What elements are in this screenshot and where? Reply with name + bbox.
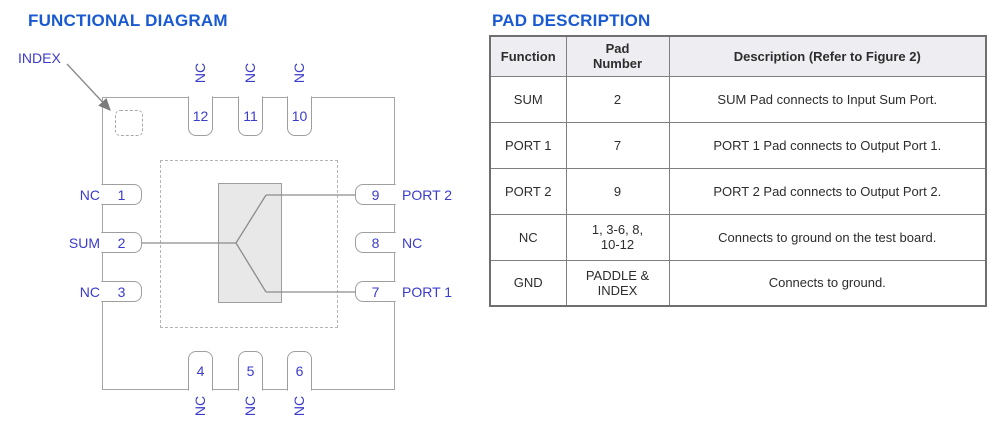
pin-5-label: NC	[242, 395, 258, 417]
power-splitter-block	[218, 183, 282, 303]
table-row: NC 1, 3-6, 8, 10-12 Connects to ground o…	[489, 213, 987, 261]
pin-2-number: 2	[117, 234, 126, 251]
pin-10-number: 10	[291, 108, 308, 124]
pin-7: 7	[355, 281, 396, 302]
cell-function: PORT 1	[489, 121, 567, 169]
pin-4-label: NC	[192, 395, 208, 417]
cell-pad-number: 2	[565, 75, 670, 123]
pin-2-label: SUM	[68, 235, 100, 251]
pin-4-number: 4	[196, 363, 205, 379]
pin-8-number: 8	[371, 234, 380, 251]
pin-9: 9	[355, 184, 396, 205]
pin-1-number: 1	[117, 186, 126, 203]
pin-4: 4	[188, 351, 213, 391]
pin-11-number: 11	[243, 108, 258, 124]
pin-10: 10	[287, 96, 312, 136]
header-description: Description (Refer to Figure 2)	[668, 35, 987, 77]
table-row: SUM 2 SUM Pad connects to Input Sum Port…	[489, 75, 987, 123]
pin-11: 11	[238, 96, 263, 136]
die-area-dashed-outline	[160, 160, 338, 328]
pin-2: 2	[101, 232, 142, 253]
cell-description: Connects to ground on the test board.	[668, 213, 987, 261]
pad-description-title: PAD DESCRIPTION	[492, 11, 651, 30]
cell-description: PORT 1 Pad connects to Output Port 1.	[668, 121, 987, 169]
cell-function: PORT 2	[489, 167, 567, 215]
cell-pad-number: 1, 3-6, 8, 10-12	[565, 213, 670, 261]
cell-pad-number: 7	[565, 121, 670, 169]
cell-function: SUM	[489, 75, 567, 123]
pin-8-label: NC	[402, 235, 423, 251]
index-label: INDEX	[18, 50, 61, 66]
table-row: GND PADDLE & INDEX Connects to ground.	[489, 259, 987, 307]
index-pad-marker	[115, 110, 143, 136]
pin-6: 6	[287, 351, 312, 391]
pin-11-label: NC	[242, 62, 258, 84]
cell-function: GND	[489, 259, 567, 307]
pin-5-number: 5	[246, 363, 255, 379]
cell-description: Connects to ground.	[668, 259, 987, 307]
pin-9-label: PORT 2	[402, 187, 453, 203]
cell-function: NC	[489, 213, 567, 261]
cell-description: SUM Pad connects to Input Sum Port.	[668, 75, 987, 123]
pin-3: 3	[101, 281, 142, 302]
pin-6-number: 6	[295, 363, 304, 379]
pin-1-label: NC	[79, 187, 100, 203]
pad-description-table: Function Pad Number Description (Refer t…	[489, 35, 987, 307]
pin-7-number: 7	[371, 283, 380, 300]
header-function: Function	[489, 35, 567, 77]
table-header-row: Function Pad Number Description (Refer t…	[489, 35, 987, 77]
pin-7-label: PORT 1	[402, 284, 453, 300]
header-pad-number: Pad Number	[565, 35, 670, 77]
cell-pad-number: PADDLE & INDEX	[565, 259, 670, 307]
pin-12-label: NC	[192, 62, 208, 84]
pin-5: 5	[238, 351, 263, 391]
pin-3-number: 3	[117, 283, 126, 300]
functional-diagram-title: FUNCTIONAL DIAGRAM	[28, 11, 228, 30]
cell-description: PORT 2 Pad connects to Output Port 2.	[668, 167, 987, 215]
pin-12: 12	[188, 96, 213, 136]
pin-8: 8	[355, 232, 396, 253]
table-row: PORT 2 9 PORT 2 Pad connects to Output P…	[489, 167, 987, 215]
pin-3-label: NC	[79, 284, 100, 300]
pin-10-label: NC	[291, 62, 307, 84]
pin-1: 1	[101, 184, 142, 205]
pin-9-number: 9	[371, 186, 380, 203]
cell-pad-number: 9	[565, 167, 670, 215]
table-row: PORT 1 7 PORT 1 Pad connects to Output P…	[489, 121, 987, 169]
pin-6-label: NC	[291, 395, 307, 417]
pin-12-number: 12	[192, 108, 209, 124]
